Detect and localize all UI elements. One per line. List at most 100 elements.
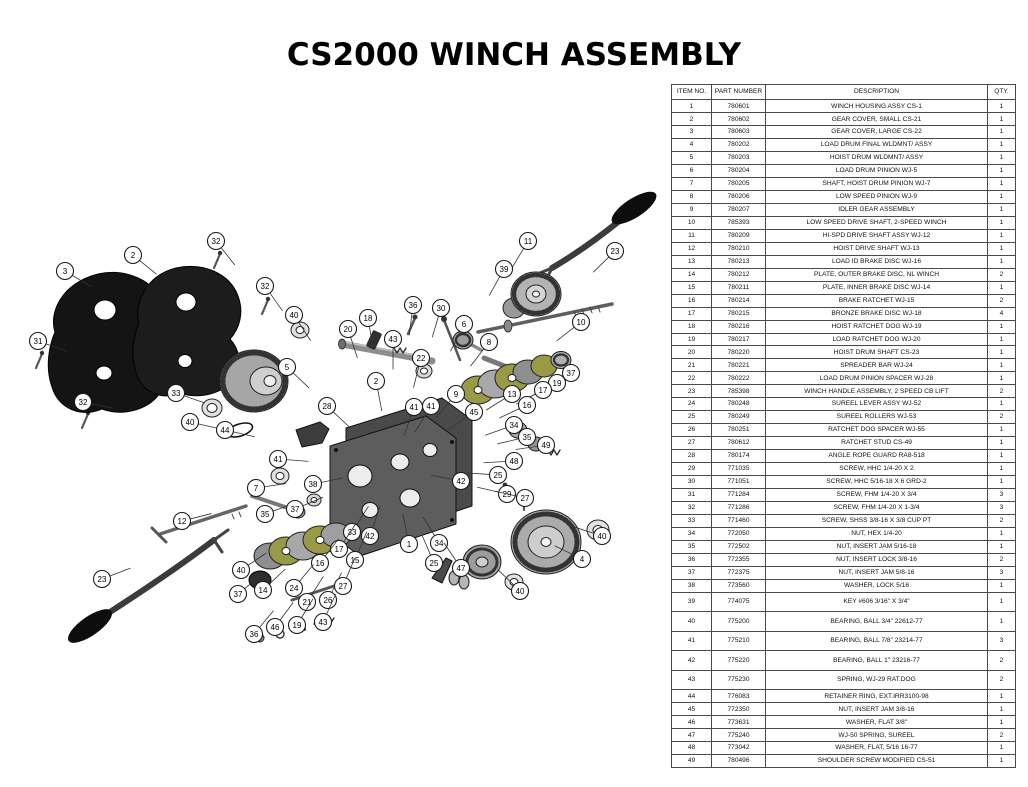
callout-balloon [517, 427, 537, 447]
part-number-cell: 780174 [711, 449, 766, 464]
item-no-cell: 4 [671, 138, 712, 153]
description-cell: SCREW, FHM 1/4-20 X 1-3/4 [765, 500, 988, 515]
qty-cell: 1 [987, 475, 1016, 489]
item-no-cell: 10 [671, 215, 712, 230]
callout-balloon [172, 511, 192, 531]
leader-line [247, 552, 267, 566]
part-number-cell: 780206 [711, 190, 766, 204]
qty-cell: 1 [987, 462, 1016, 476]
callout-number: 14 [259, 586, 268, 595]
callout-number: 34 [510, 421, 519, 430]
qty-cell: 1 [987, 591, 1016, 613]
callout-number: 32 [261, 282, 270, 291]
gear-cover-small [132, 266, 242, 397]
brake-disc-stack-left [248, 522, 352, 590]
description-cell: PLATE, INNER BRAKE DISC WJ-14 [765, 280, 988, 295]
callout-number: 20 [344, 325, 353, 334]
callout-balloon [244, 624, 264, 644]
callout-balloon [515, 488, 535, 508]
callout-number: 40 [290, 311, 299, 320]
column-header: ITEM NO. [671, 83, 712, 101]
part-number-cell: 771035 [711, 462, 766, 476]
leader-line [430, 474, 453, 480]
qty-cell: 1 [987, 611, 1016, 632]
item-no-cell: 40 [671, 611, 712, 632]
part-number-cell: 773560 [711, 578, 766, 593]
callout-balloon [488, 465, 508, 485]
callout-balloon [338, 319, 358, 339]
qty-cell: 2 [987, 513, 1016, 528]
callout-balloon [318, 590, 338, 610]
leader-line [298, 321, 311, 341]
winch-housing-frame [329, 397, 473, 557]
callout-number: 13 [508, 390, 517, 399]
callout-number: 35 [261, 510, 270, 519]
callout-balloon [454, 314, 474, 334]
callout-number: 42 [366, 532, 375, 541]
callout-balloon [123, 245, 143, 265]
leader-line [431, 316, 439, 338]
description-cell: WJ-50 SPRING, SUREEL [765, 728, 988, 743]
part-number-cell: 780222 [711, 371, 766, 386]
part-number-cell: 775220 [711, 650, 766, 671]
callout-number: 16 [523, 401, 532, 410]
callout-number: 35 [523, 433, 532, 442]
callout-balloon [504, 415, 524, 435]
callout-number: 22 [417, 354, 426, 363]
callout-number: 25 [430, 559, 439, 568]
part-number-cell: 772375 [711, 565, 766, 580]
callout-number: 43 [389, 335, 398, 344]
callout-balloon [180, 412, 200, 432]
qty-cell: 1 [987, 423, 1016, 438]
item-no-cell: 36 [671, 552, 712, 567]
callout-balloon [246, 478, 266, 498]
item-no-cell: 29 [671, 462, 712, 476]
part-number-cell: 780213 [711, 254, 766, 269]
part-number-cell: 780212 [711, 267, 766, 282]
qty-cell: 1 [987, 741, 1016, 756]
load-drum-gear-assembly [462, 509, 610, 591]
callout-balloon [502, 384, 522, 404]
part-number-cell: 785393 [711, 215, 766, 230]
description-cell: RATCHET STUD CS-49 [765, 436, 988, 451]
leader-line [554, 545, 575, 556]
qty-cell: 1 [987, 578, 1016, 593]
callout-balloon [92, 569, 112, 589]
qty-cell: 1 [987, 319, 1016, 334]
callout-balloon [479, 332, 499, 352]
leader-line [497, 569, 515, 586]
item-no-cell: 3 [671, 125, 712, 140]
callout-number: 16 [316, 559, 325, 568]
part-number-cell: 780209 [711, 228, 766, 243]
leader-line [244, 574, 262, 589]
leader-line [448, 416, 468, 430]
page-title: CS2000 WINCH ASSEMBLY [286, 36, 742, 73]
leader-line [264, 483, 287, 488]
leader-line [91, 403, 113, 409]
callout-balloon [360, 526, 380, 546]
part-number-cell: 780601 [711, 99, 766, 114]
part-number-cell: 780602 [711, 112, 766, 127]
part-number-cell: 780217 [711, 332, 766, 347]
screw-fasteners-top [34, 250, 462, 430]
description-cell: LOW SPEED DRIVE SHAFT, 2-SPEED WINCH [765, 215, 988, 230]
callout-balloon [605, 241, 625, 261]
qty-cell: 1 [987, 332, 1016, 347]
callout-balloon [592, 526, 612, 546]
callout-balloon [317, 396, 337, 416]
description-cell: WINCH HANDLE ASSEMBLY, 2 SPEED CB LIFT [765, 384, 988, 399]
